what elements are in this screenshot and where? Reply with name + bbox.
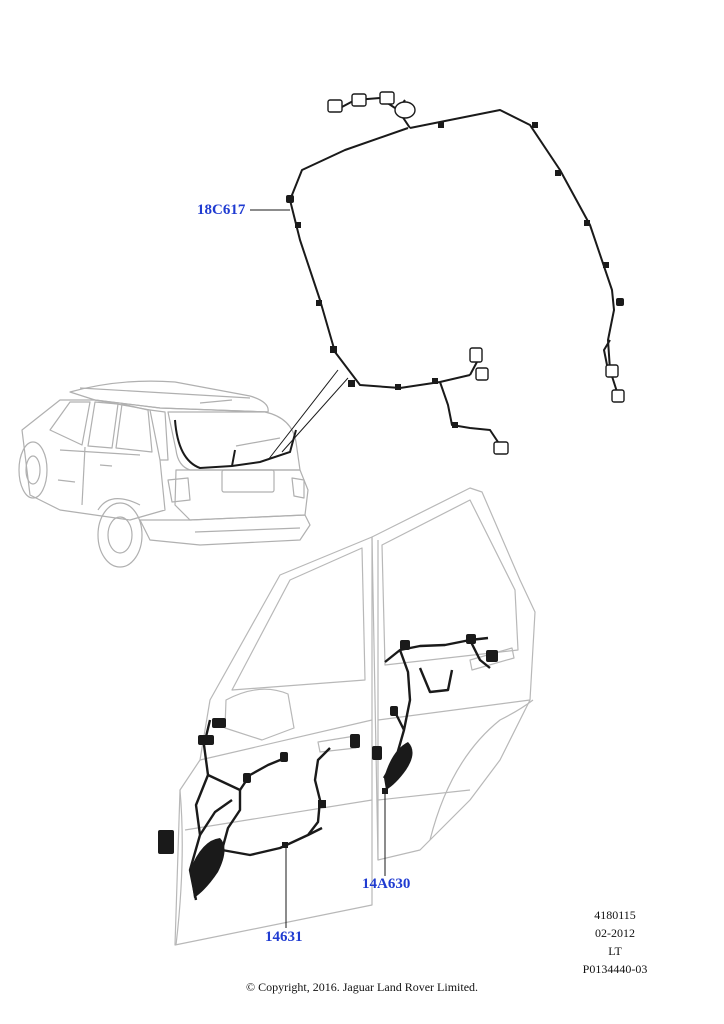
front-door-harness-loom xyxy=(158,718,360,898)
ref-code-4: P0134440-03 xyxy=(582,962,648,976)
callout-14631[interactable]: 14631 xyxy=(265,929,303,945)
callout-18c617[interactable]: 18C617 xyxy=(197,202,246,218)
tailgate-harness-connectors xyxy=(327,91,625,455)
callout-14a630[interactable]: 14A630 xyxy=(362,876,411,892)
reference-codes: 4180115 02-2012 LT P0134440-03 xyxy=(575,906,655,978)
door-outlines xyxy=(174,487,536,946)
vehicle-illustration xyxy=(18,380,311,568)
vehicle-tailgate-wire xyxy=(174,419,297,470)
tailgate-harness xyxy=(289,97,619,446)
rear-door-harness-loom xyxy=(372,634,498,794)
door-callout-leaders xyxy=(250,209,386,928)
callout-leader-lines xyxy=(267,369,349,461)
ref-code-2: 02-2012 xyxy=(595,926,635,940)
tailgate-harness-clips xyxy=(286,122,624,428)
ref-code-1: 4180115 xyxy=(594,908,636,922)
copyright-notice: © Copyright, 2016. Jaguar Land Rover Lim… xyxy=(245,980,479,994)
ref-code-3: LT xyxy=(608,944,622,958)
